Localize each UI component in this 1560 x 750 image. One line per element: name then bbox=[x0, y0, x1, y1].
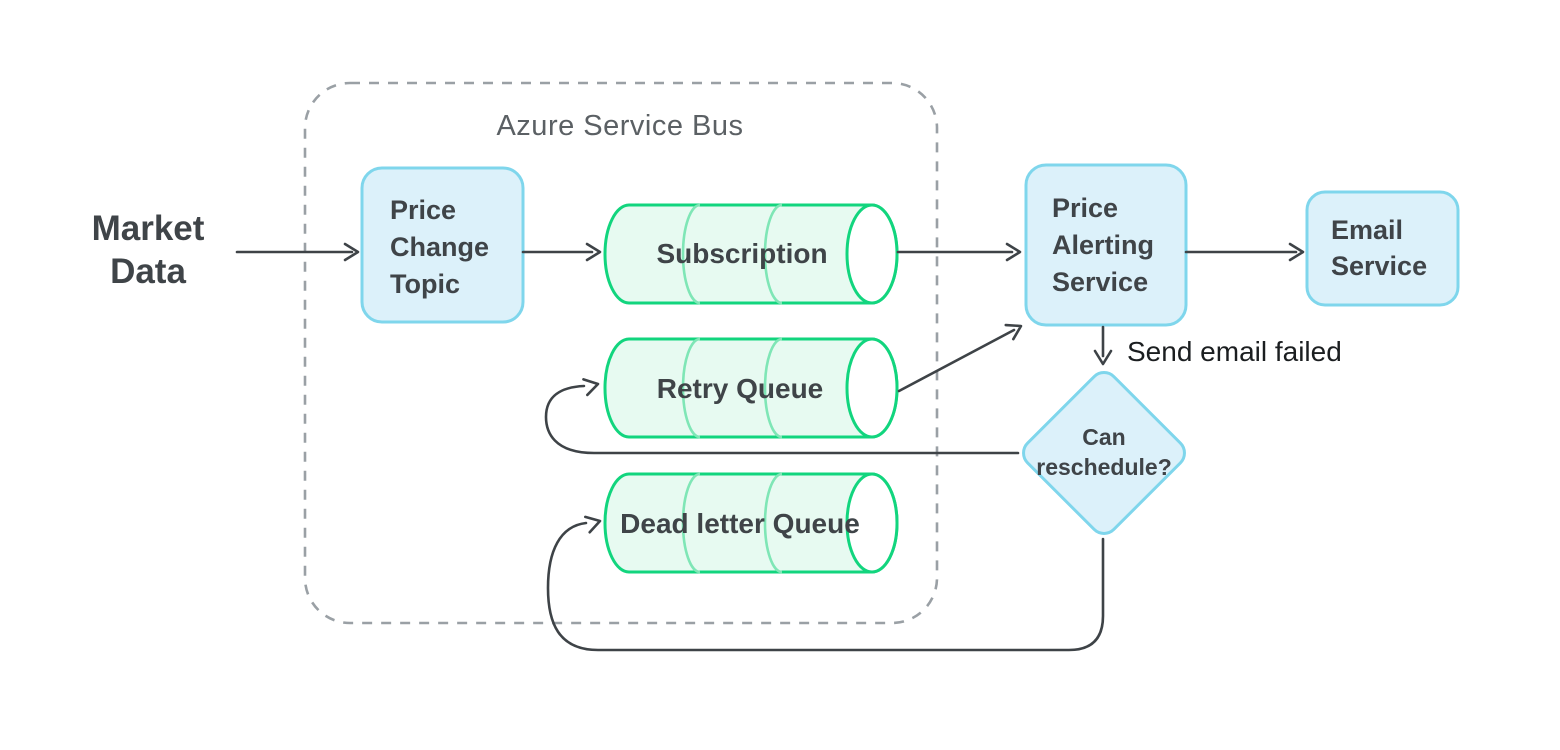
edge-market-to-topic bbox=[235, 242, 360, 262]
retry-queue-cylinder-ring bbox=[681, 337, 701, 439]
price-alerting-service-label: Price Alerting Service bbox=[1052, 193, 1155, 297]
edge-subscription-to-alerting bbox=[896, 242, 1022, 262]
retry-queue-cylinder-ring bbox=[763, 337, 783, 439]
edge-alerting-to-decision bbox=[1093, 325, 1113, 366]
dead-letter-queue-cylinder bbox=[603, 472, 899, 574]
dead-letter-queue-cylinder-face bbox=[845, 472, 899, 574]
email-service-label: Email Service bbox=[1331, 215, 1428, 281]
dead-letter-queue-label: Dead letter Queue bbox=[620, 508, 860, 539]
price-change-topic-box bbox=[360, 166, 525, 324]
dead-letter-queue-cylinder-ring bbox=[681, 472, 701, 574]
subscription-label: Subscription bbox=[656, 238, 828, 269]
edge-topic-to-subscription bbox=[521, 242, 602, 262]
subscription-cylinder bbox=[603, 203, 899, 305]
market-data-label: Market Data bbox=[91, 209, 205, 291]
price-change-topic-label: Price Change Topic bbox=[390, 195, 490, 299]
can-reschedule-diamond bbox=[1022, 371, 1186, 535]
subscription-cylinder-face bbox=[845, 203, 899, 305]
subscription-cylinder-ring bbox=[763, 203, 783, 305]
edge-decision-to-dead-letter bbox=[546, 515, 1105, 652]
email-service-box bbox=[1305, 190, 1460, 307]
edge-retry-to-alerting bbox=[897, 323, 1023, 393]
dead-letter-queue-cylinder-ring bbox=[763, 472, 783, 574]
service-bus-boundary bbox=[303, 81, 939, 625]
send-email-failed-label: Send email failed bbox=[1127, 336, 1342, 367]
retry-queue-cylinder bbox=[603, 337, 899, 439]
retry-queue-label: Retry Queue bbox=[656, 373, 824, 404]
subscription-cylinder-ring bbox=[681, 203, 701, 305]
edge-decision-to-retry bbox=[544, 378, 1020, 455]
price-alerting-service-box bbox=[1024, 163, 1188, 327]
azure-service-bus-label: Azure Service Bus bbox=[496, 110, 744, 142]
edge-alerting-to-email bbox=[1184, 242, 1305, 262]
can-reschedule-label: Can reschedule? bbox=[1036, 424, 1172, 480]
retry-queue-cylinder-face bbox=[845, 337, 899, 439]
